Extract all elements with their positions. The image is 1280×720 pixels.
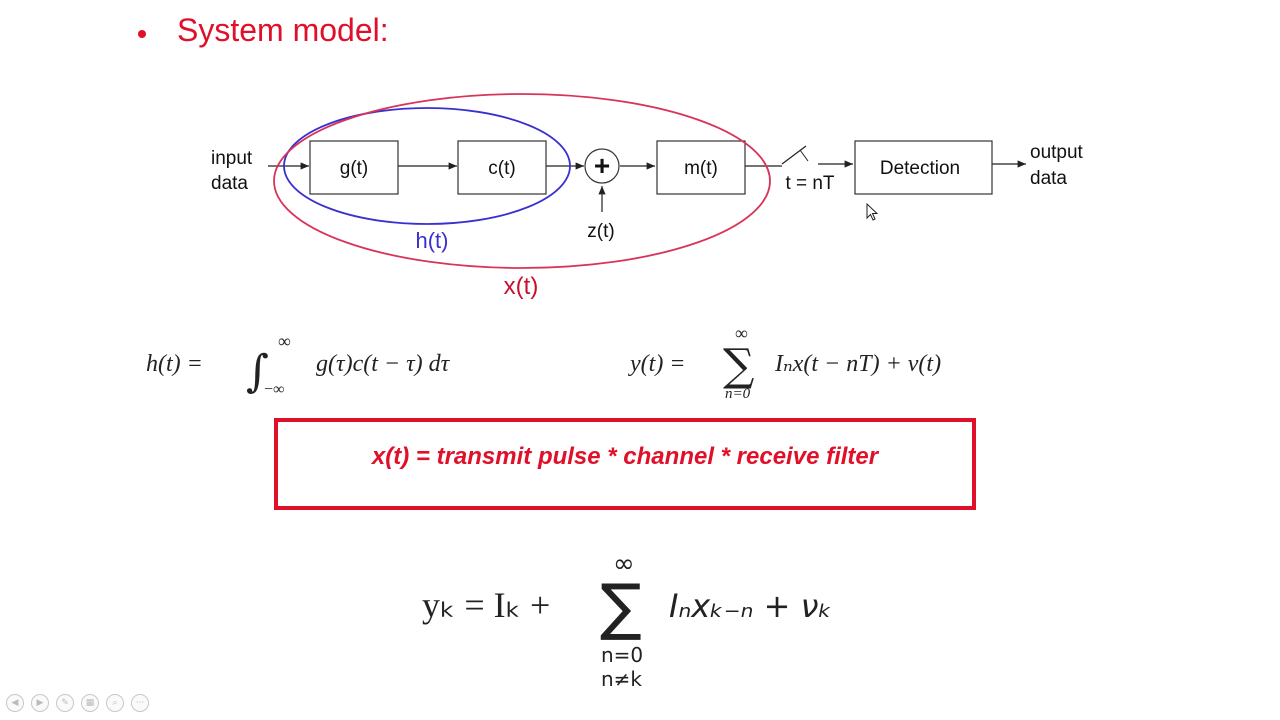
block-g: [309, 140, 399, 195]
yk-body: Iₙxₖ₋ₙ + νₖ: [669, 587, 832, 625]
yk-lower2: n≠k: [601, 667, 642, 691]
output-label-line2: data: [1030, 168, 1067, 189]
yk-upper: ∞: [613, 549, 635, 579]
previous-icon[interactable]: ◀: [6, 694, 24, 712]
y-eq-lower: n=0: [725, 386, 751, 402]
highlight-box: x(t) = transmit pulse * channel * receiv…: [274, 418, 976, 510]
noise-label: z(t): [587, 221, 614, 242]
next-glyph: ▶: [36, 698, 44, 708]
highlight-text: x(t) = transmit pulse * channel * receiv…: [371, 443, 879, 470]
input-label-line2: data: [211, 173, 248, 194]
sum-large-icon: ∑: [600, 570, 642, 643]
h-label: h(t): [416, 228, 449, 253]
block-c: [457, 140, 547, 195]
integral-icon: ∫: [246, 346, 269, 397]
yk-equation: yₖ = Iₖ + ∑ ∞ n=0 n≠k Iₙxₖ₋ₙ + νₖ: [422, 549, 832, 691]
h-eq-lhs: h(t) =: [146, 351, 203, 377]
sum-icon: ∑: [723, 340, 754, 391]
output-label-line1: output: [1030, 142, 1084, 163]
adder-symbol: +: [594, 150, 610, 181]
h-eq-body: g(τ)c(t − τ) dτ: [316, 351, 451, 377]
zoom-icon[interactable]: ⌕: [106, 694, 124, 712]
adder-node: [584, 148, 620, 184]
more-icon[interactable]: ···: [131, 694, 149, 712]
block-m-label: m(t): [684, 158, 718, 179]
input-label-line1: input: [211, 148, 253, 169]
slides-icon[interactable]: ▦: [81, 694, 99, 712]
bullet-icon: [138, 30, 146, 38]
h-ellipse: [283, 107, 571, 225]
pen-icon[interactable]: ✎: [56, 694, 74, 712]
mouse-cursor-icon: [866, 203, 879, 221]
block-g-label: g(t): [340, 158, 369, 179]
block-detection-label: Detection: [880, 158, 960, 179]
y-eq-lhs: y(t) =: [628, 351, 686, 377]
pen-glyph: ✎: [61, 698, 69, 708]
yk-lower1: n=0: [601, 643, 643, 667]
block-c-label: c(t): [488, 158, 515, 179]
zoom-glyph: ⌕: [112, 698, 118, 708]
block-m: [656, 140, 746, 195]
x-label: x(t): [504, 273, 539, 300]
yk-lhs: yₖ = Iₖ +: [422, 585, 550, 625]
y-equation: y(t) = ∑ ∞ n=0 Iₙx(t − nT) + ν(t): [628, 323, 941, 402]
more-glyph: ···: [135, 698, 145, 708]
h-equation: h(t) = ∫ ∞ −∞ g(τ)c(t − τ) dτ: [146, 331, 451, 398]
slides-glyph: ▦: [85, 698, 95, 708]
sampler-switch: [781, 145, 807, 165]
y-eq-body: Iₙx(t − nT) + ν(t): [774, 351, 941, 377]
sampler-tick: [799, 149, 809, 162]
h-eq-upper: ∞: [278, 331, 291, 351]
block-detection: [854, 140, 993, 195]
presentation-toolbar: ◀ ▶ ✎ ▦ ⌕ ···: [6, 694, 149, 712]
sampler-label: t = nT: [785, 173, 834, 194]
h-eq-lower: −∞: [264, 381, 284, 398]
x-ellipse: [273, 93, 771, 269]
y-eq-upper: ∞: [735, 323, 748, 343]
slide-title: System model:: [177, 12, 389, 48]
previous-glyph: ◀: [11, 698, 19, 708]
next-icon[interactable]: ▶: [31, 694, 49, 712]
